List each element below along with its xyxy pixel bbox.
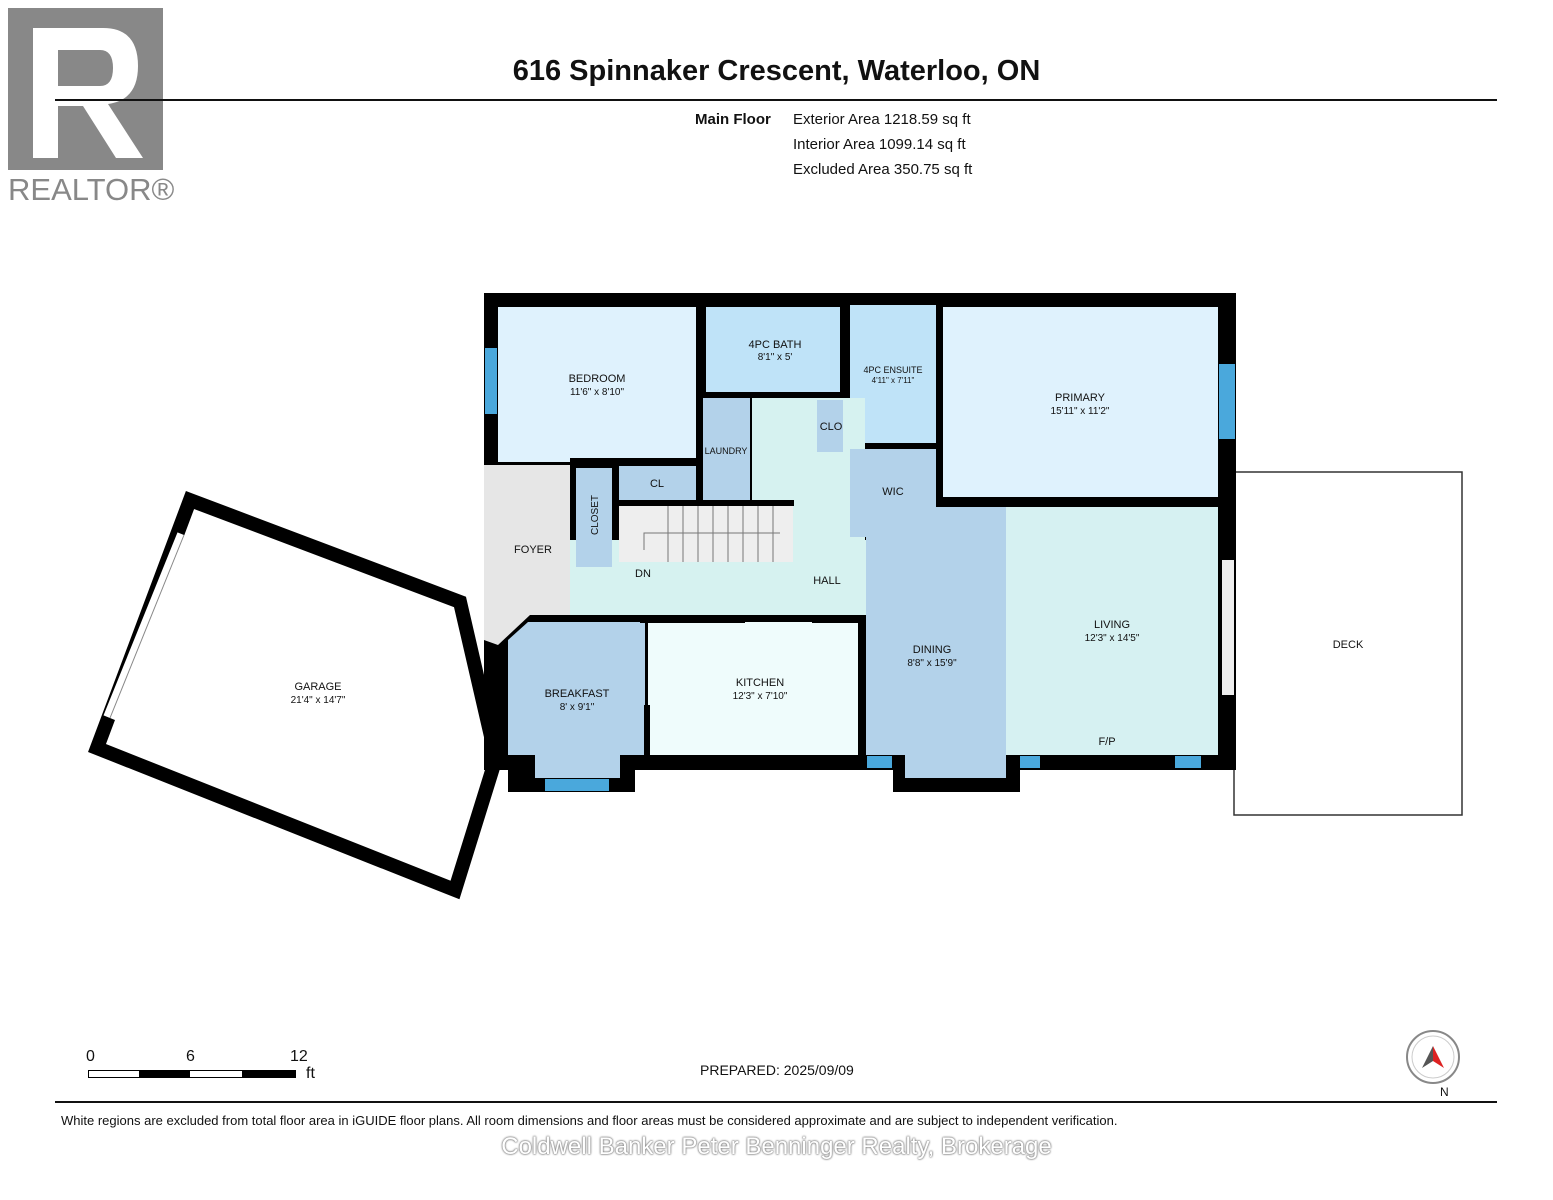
- fireplace-label: F/P: [1098, 736, 1115, 748]
- scale-bar: [88, 1070, 296, 1078]
- realtor-logo-text: REALTOR®: [8, 172, 175, 207]
- window: [1219, 364, 1235, 439]
- scale-tick-6: 6: [186, 1048, 195, 1065]
- primary-dims: 15'11" x 11'2": [1051, 406, 1110, 417]
- footer-divider: [55, 1101, 1497, 1103]
- header-divider: [55, 99, 1497, 101]
- breakfast-dims: 8' x 9'1": [560, 702, 595, 713]
- hall-label: HALL: [813, 575, 841, 587]
- window: [867, 756, 892, 768]
- living-dims: 12'3" x 14'5": [1085, 633, 1140, 644]
- realtor-r-icon: [8, 8, 163, 170]
- window: [485, 348, 497, 414]
- closet-label: CLOSET: [590, 495, 601, 535]
- room-clo: [817, 400, 843, 452]
- ensuite-dims: 4'11" x 7'11": [872, 376, 915, 385]
- scale-tick-0: 0: [86, 1048, 95, 1065]
- kitchen-dims: 12'3" x 7'10": [733, 691, 788, 702]
- compass-icon: N: [1406, 1030, 1460, 1098]
- primary-label: PRIMARY: [1055, 392, 1106, 404]
- room-bath: [706, 307, 840, 392]
- window: [1175, 756, 1201, 768]
- clo-label: CLO: [820, 421, 843, 433]
- prepared-date: PREPARED: 2025/09/09: [700, 1062, 854, 1078]
- room-living: [1006, 507, 1218, 755]
- laundry-label: LAUNDRY: [705, 446, 748, 456]
- dn-label: DN: [635, 568, 651, 580]
- window: [545, 779, 609, 791]
- garage-label: GARAGE: [294, 681, 341, 693]
- exterior-area: Exterior Area 1218.59 sq ft: [793, 111, 971, 128]
- ensuite-label: 4PC ENSUITE: [863, 365, 922, 375]
- deck-label: DECK: [1333, 639, 1364, 651]
- kitchen-label: KITCHEN: [736, 677, 784, 689]
- room-cl: [619, 466, 696, 500]
- wic-label: WIC: [882, 486, 903, 498]
- interior-area: Interior Area 1099.14 sq ft: [793, 136, 966, 153]
- scale-unit: ft: [306, 1065, 315, 1082]
- scale-tick-12: 12: [290, 1048, 308, 1065]
- room-laundry: [703, 398, 750, 500]
- bath-dims: 8'1" x 5': [758, 352, 793, 363]
- garage-dims: 21'4" x 14'7": [291, 695, 346, 706]
- room-dining: [866, 507, 1006, 755]
- disclaimer: White regions are excluded from total fl…: [61, 1113, 1118, 1128]
- breakfast-label: BREAKFAST: [545, 688, 610, 700]
- bedroom-dims: 11'6" x 8'10": [570, 387, 625, 398]
- compass-north-label: N: [1440, 1085, 1449, 1098]
- dining-dims: 8'8" x 15'9": [907, 658, 957, 669]
- floor-plan: BEDROOM 11'6" x 8'10" 4PC BATH 8'1" x 5'…: [88, 293, 1463, 900]
- room-closet: [576, 468, 612, 567]
- floor-label: Main Floor: [695, 111, 771, 128]
- deck-area: [1233, 471, 1463, 816]
- dining-label: DINING: [913, 644, 952, 656]
- foyer-label: FOYER: [514, 544, 552, 556]
- bedroom-label: BEDROOM: [569, 373, 626, 385]
- room-primary: [943, 307, 1218, 497]
- room-breakfast: [508, 622, 645, 778]
- page-title: 616 Spinnaker Crescent, Waterloo, ON: [512, 55, 1041, 87]
- room-kitchen: [648, 622, 858, 755]
- realtor-logo: REALTOR®: [8, 8, 178, 208]
- cl-label: CL: [650, 478, 664, 490]
- window: [1020, 756, 1040, 768]
- living-label: LIVING: [1094, 619, 1130, 631]
- room-bedroom: [498, 307, 696, 462]
- brokerage-watermark: Coldwell Banker Peter Benninger Realty, …: [501, 1133, 1052, 1160]
- bath-label: 4PC BATH: [749, 339, 802, 351]
- room-foyer: [484, 465, 570, 645]
- excluded-area: Excluded Area 350.75 sq ft: [793, 161, 973, 178]
